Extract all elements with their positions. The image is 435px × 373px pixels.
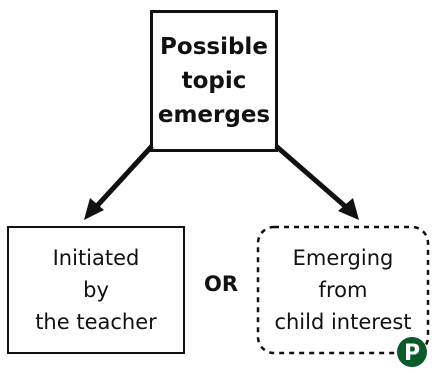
- or-label: OR: [203, 272, 239, 296]
- arrow-right-line: [274, 144, 348, 209]
- p-logo-circle: [397, 337, 427, 367]
- p-logo-letter: P: [404, 341, 420, 366]
- p-logo-icon: P: [397, 337, 427, 367]
- right-box-line-2: from: [318, 278, 368, 302]
- left-box-line-3: the teacher: [35, 310, 157, 334]
- right-box-dashed-border: [256, 225, 430, 355]
- right-box-line-1: Emerging: [292, 246, 394, 270]
- left-box-line-1: Initiated: [52, 246, 140, 270]
- left-box-line-2: by: [83, 278, 109, 302]
- right-box-line-3: child interest: [274, 310, 412, 334]
- possible-topic-box: Possible topic emerges: [150, 10, 278, 152]
- child-interest-box: Emerging from child interest: [257, 226, 429, 354]
- top-box-line-2: topic: [181, 68, 247, 94]
- arrow-left-head: [84, 198, 104, 220]
- arrow-right-head: [338, 198, 359, 220]
- top-box-line-1: Possible: [160, 34, 268, 60]
- arrow-left-line: [94, 144, 154, 209]
- teacher-initiated-box: Initiated by the teacher: [7, 226, 185, 354]
- top-box-line-3: emerges: [157, 102, 271, 128]
